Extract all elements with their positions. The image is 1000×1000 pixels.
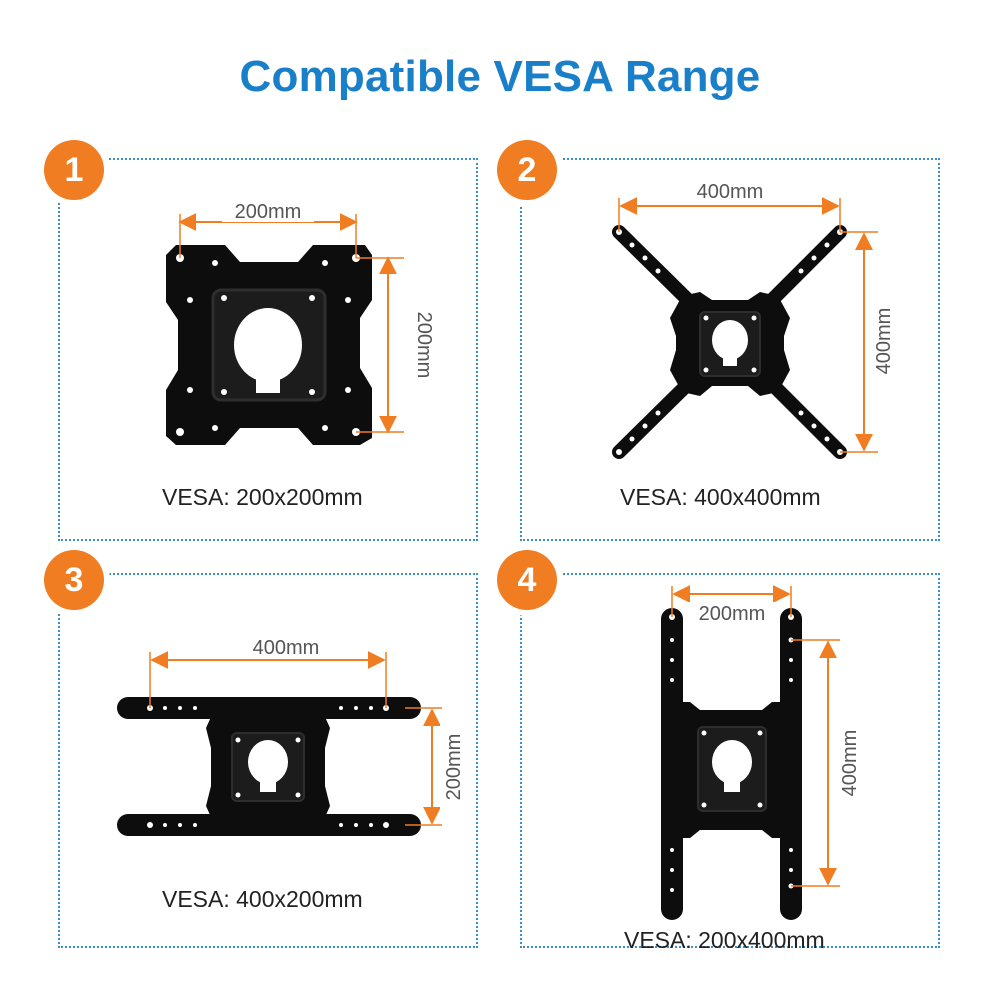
panel-4-caption: VESA: 200x400mm bbox=[624, 927, 825, 953]
panel-2-caption: VESA: 400x400mm bbox=[620, 484, 821, 510]
panel-1-caption: VESA: 200x200mm bbox=[162, 484, 363, 510]
panel-1-width-label: 200mm bbox=[235, 201, 302, 223]
panel-3-frame bbox=[58, 573, 478, 948]
panel-3-caption: VESA: 400x200mm bbox=[162, 886, 363, 912]
panel-2-frame bbox=[520, 158, 940, 541]
panel-1-number-badge: 1 bbox=[44, 140, 104, 200]
panel-2-width-label: 400mm bbox=[697, 181, 764, 203]
page-title: Compatible VESA Range bbox=[239, 52, 761, 101]
panel-4-height-label: 400mm bbox=[839, 730, 861, 797]
panel-4-frame bbox=[520, 573, 940, 948]
panel-3-number-badge: 3 bbox=[44, 550, 104, 610]
panel-4-number-badge: 4 bbox=[497, 550, 557, 610]
mount-plate-200x200 bbox=[166, 245, 372, 445]
panel-2-number-badge: 2 bbox=[497, 140, 557, 200]
panel-4-width-label: 200mm bbox=[699, 603, 766, 625]
panel-1-frame bbox=[58, 158, 478, 541]
mount-plate-200x400 bbox=[661, 608, 802, 920]
panel-3-height-label: 200mm bbox=[443, 734, 465, 801]
panel-1-height-label: 200mm bbox=[413, 312, 435, 379]
mount-plate-400x400 bbox=[612, 225, 847, 459]
panel-2-height-label: 400mm bbox=[873, 308, 895, 375]
mount-plate-400x200 bbox=[117, 697, 421, 836]
panel-3-width-label: 400mm bbox=[253, 637, 320, 659]
